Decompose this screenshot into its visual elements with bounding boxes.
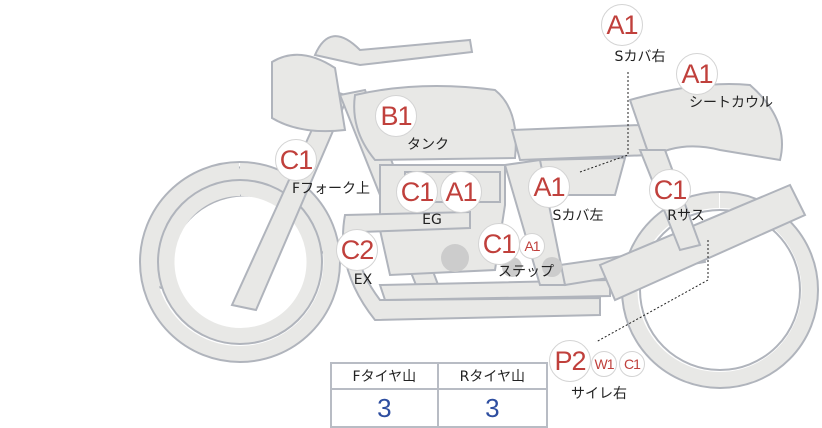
code-badge: A1 bbox=[528, 166, 570, 208]
code-badge: B1 bbox=[375, 95, 417, 137]
front-tire-value: 3 bbox=[330, 388, 439, 428]
leader-line-silencer-right bbox=[595, 240, 709, 343]
code-badge: C1 bbox=[619, 351, 645, 377]
code-badge: C2 bbox=[336, 229, 378, 271]
front-tire-header: Fタイヤ山 bbox=[330, 362, 439, 390]
part-label: Rサス bbox=[667, 208, 705, 224]
part-label: タンク bbox=[407, 137, 449, 153]
part-label: サイレ右 bbox=[571, 386, 627, 402]
rear-tire-header: Rタイヤ山 bbox=[436, 362, 549, 390]
part-label: ステップ bbox=[498, 264, 554, 280]
rear-wheel bbox=[621, 192, 818, 388]
part-label: EX bbox=[353, 272, 373, 288]
code-badge: A1 bbox=[440, 171, 482, 213]
part-label: Fフォーク上 bbox=[291, 181, 371, 197]
part-label: Sカバ右 bbox=[614, 49, 666, 65]
tire-tread-table: Fタイヤ山 Rタイヤ山 3 3 bbox=[330, 362, 549, 428]
code-badge: C1 bbox=[275, 139, 317, 181]
front-wheel bbox=[139, 162, 340, 362]
headlight bbox=[271, 53, 347, 133]
handlebar bbox=[313, 35, 474, 67]
part-label: シートカウル bbox=[689, 95, 773, 111]
code-badge: A1 bbox=[676, 53, 718, 95]
code-badge: C1 bbox=[649, 169, 691, 211]
code-badge: C1 bbox=[478, 223, 520, 265]
code-badge: A1 bbox=[519, 233, 545, 259]
silencer bbox=[598, 183, 807, 302]
part-label: Sカバ左 bbox=[552, 208, 604, 224]
seat bbox=[510, 123, 652, 162]
code-badge: W1 bbox=[591, 351, 617, 377]
leader-line-s-cover-right bbox=[579, 72, 629, 173]
code-badge: P2 bbox=[549, 340, 591, 382]
rear-tire-value: 3 bbox=[436, 388, 549, 428]
code-badge: C1 bbox=[396, 171, 438, 213]
code-badge: A1 bbox=[601, 4, 643, 46]
part-label: EG bbox=[422, 212, 442, 228]
